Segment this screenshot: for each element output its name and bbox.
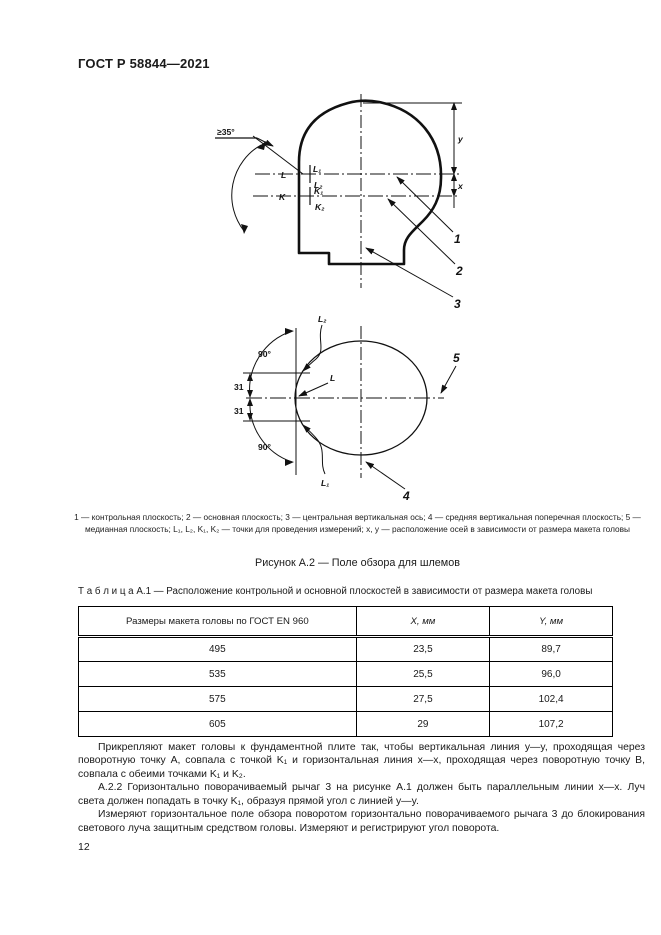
label-L2: L₂: [314, 180, 323, 190]
figure-legend: 1 — контрольная плоскость; 2 — основная …: [74, 512, 641, 534]
callout-1-leader: [396, 176, 454, 233]
figure-a2-top-view: 31 31 90° 90° L₂ L L₁ 5 4: [213, 310, 487, 506]
callout-3: 3: [454, 297, 461, 311]
cell-y: 89,7: [489, 636, 613, 662]
dim-31-top: 31: [234, 382, 244, 392]
angle-arc-lower: [249, 398, 293, 463]
arc-arrow-top: [257, 141, 266, 150]
dim31-arrow-4: [247, 413, 253, 421]
label-L: L: [281, 170, 286, 180]
label-K1: K₁: [314, 186, 323, 196]
dim-label-y: y: [457, 134, 464, 144]
cell-size: 605: [78, 711, 357, 737]
cell-x: 23,5: [355, 636, 491, 662]
dim-arrow-x-bottom: [451, 189, 457, 197]
cell-size: 495: [78, 636, 357, 662]
angle-value-label: ≥35°: [217, 127, 235, 137]
angle-leader: [256, 137, 274, 147]
dim31-arrow-3: [247, 398, 253, 406]
angle-90-top: 90°: [258, 349, 272, 359]
dim-arrow-y-top: [451, 102, 457, 110]
label-L-mid: L: [330, 373, 335, 383]
figure-a2-side-view: ≥35° L L₁ L₂ K K₁ K₂ y x 1 2 3: [213, 88, 487, 322]
paragraph-attach-head: Прикрепляют макет головы к фундаментной …: [78, 742, 645, 780]
callout-4: 4: [402, 489, 410, 503]
cell-y: 107,2: [489, 711, 613, 737]
col-header-x: X, мм: [355, 606, 491, 638]
callout-1: 1: [454, 232, 461, 246]
sight-line: [252, 135, 304, 175]
callout-2-leader: [387, 198, 456, 265]
label-K: K: [279, 192, 286, 202]
table-a1: Размеры макета головы по ГОСТ EN 960 X, …: [78, 606, 613, 737]
callout-5: 5: [453, 351, 460, 365]
page-number: 12: [78, 841, 90, 853]
angle-arc: [231, 144, 262, 232]
label-L1: L₁: [313, 164, 321, 174]
label-L2-top: L₂: [318, 314, 327, 324]
dim-31-bottom: 31: [234, 406, 244, 416]
dim-label-x: x: [457, 181, 464, 191]
paragraph-measure: Измеряют горизонтальное поле обзора пово…: [78, 809, 645, 834]
head-side-view-drawing: ≥35° L L₁ L₂ K K₁ K₂ y x 1 2 3: [215, 94, 464, 311]
table-header-row: Размеры макета головы по ГОСТ EN 960 X, …: [78, 606, 613, 638]
angle-90-bottom: 90°: [258, 442, 272, 452]
leader-L1: [302, 424, 326, 475]
dim-arrow-x-top: [451, 173, 457, 181]
table-title: Т а б л и ц а А.1 — Расположение контрол…: [78, 586, 593, 597]
dim31-arrow-1: [247, 373, 253, 381]
arc-arrow-bottom: [241, 224, 248, 234]
arc-arrow-lower: [285, 459, 294, 466]
standard-designation: ГОСТ Р 58844—2021: [78, 56, 210, 71]
figure-caption: Рисунок А.2 — Поле обзора для шлемов: [255, 557, 460, 569]
dim31-arrow-2: [247, 390, 253, 398]
cell-y: 96,0: [489, 661, 613, 687]
callout-2: 2: [455, 264, 463, 278]
callout-3-leader: [365, 247, 454, 298]
label-L1-bottom: L₁: [321, 478, 329, 488]
dim-arrow-y-bottom: [451, 167, 457, 175]
cell-y: 102,4: [489, 686, 613, 712]
cell-x: 25,5: [355, 661, 491, 687]
leader-L: [298, 382, 329, 397]
cell-size: 575: [78, 686, 357, 712]
cell-x: 29: [355, 711, 491, 737]
body-text: Прикрепляют макет головы к фундаментной …: [78, 741, 645, 835]
label-K2: K₂: [315, 202, 325, 212]
table-row: 535 25,5 96,0: [78, 661, 613, 687]
angle-arc-upper: [249, 330, 293, 398]
head-top-view-drawing: 31 31 90° 90° L₂ L L₁ 5 4: [234, 314, 460, 503]
leader-L2: [302, 324, 323, 372]
col-header-sizes: Размеры макета головы по ГОСТ EN 960: [78, 606, 357, 638]
callout-5-leader: [440, 365, 457, 394]
head-profile-outline: [297, 99, 443, 266]
table-row: 605 29 107,2: [78, 711, 613, 737]
col-header-y: Y, мм: [489, 606, 613, 638]
cell-size: 535: [78, 661, 357, 687]
paragraph-a22: А.2.2 Горизонтально поворачиваемый рычаг…: [78, 782, 645, 807]
arc-arrow-upper: [285, 328, 294, 335]
table-row: 575 27,5 102,4: [78, 686, 613, 712]
cell-x: 27,5: [355, 686, 491, 712]
callout-4-leader: [365, 461, 406, 490]
table-row: 495 23,5 89,7: [78, 636, 613, 662]
